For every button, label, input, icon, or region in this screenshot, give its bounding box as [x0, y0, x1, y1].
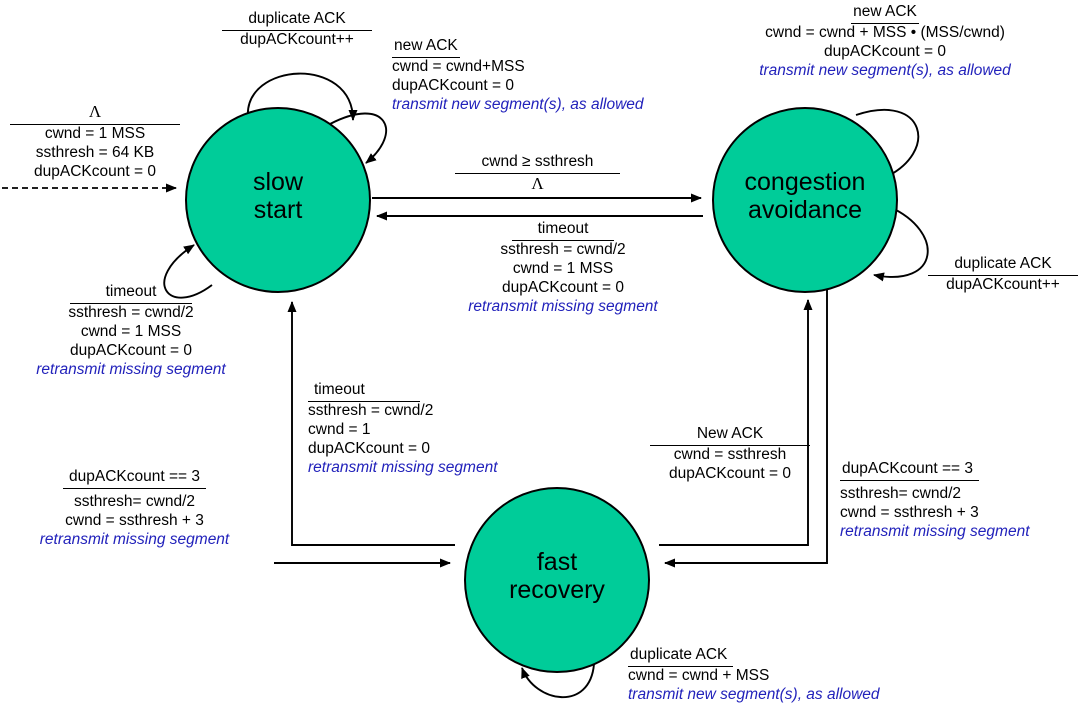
label-ss-to-ca-condition: cwnd ≥ ssthresh [455, 153, 620, 174]
label-ss-newack-action-2: dupACKcount = 0 [392, 76, 514, 94]
label-fr-to-ss-action-3: dupACKcount = 0 [308, 439, 430, 457]
label-initial-action-2: ssthresh = 64 KB [35, 143, 155, 161]
label-ss-dup-action-1: dupACKcount++ [240, 30, 354, 48]
label-slowstart-duplicate-ack: duplicate ACK dupACKcount++ [222, 10, 372, 50]
label-ca-dup-condition: duplicate ACK [928, 255, 1078, 276]
label-congestion-duplicate-ack: duplicate ACK dupACKcount++ [928, 255, 1078, 295]
label-ca-newack-condition: new ACK [851, 3, 919, 24]
label-ss-timeout-action-3: dupACKcount = 0 [70, 341, 192, 359]
label-ca-to-ss-action-2: cwnd = 1 MSS [512, 259, 614, 277]
label-fastrecovery-to-slowstart: timeout ssthresh = cwnd/2 cwnd = 1 dupAC… [308, 381, 568, 478]
label-fr-dup-action-1: cwnd = cwnd + MSS [628, 666, 770, 684]
label-initial-entry: Λ cwnd = 1 MSS ssthresh = 64 KB dupACKco… [10, 102, 180, 181]
label-ca-to-fr-action-1: ssthresh= cwnd/2 [840, 484, 962, 502]
label-fr-dup-condition: duplicate ACK [628, 646, 734, 667]
label-ca-to-ss-italic-1: retransmit missing segment [468, 297, 658, 315]
edge-slowstart-self-duplicate-ack [247, 72, 358, 121]
label-slowstart-to-fastrecovery: dupACKcount == 3 ssthresh= cwnd/2 cwnd =… [2, 468, 267, 550]
state-congestion-avoidance-line1: congestion [744, 168, 866, 196]
edge-fastrecovery-self-duplicate-ack [521, 663, 595, 699]
label-fastrecovery-duplicate-ack: duplicate ACK cwnd = cwnd + MSS transmit… [628, 646, 958, 705]
state-slow-start-label: slow start [178, 168, 378, 224]
label-fr-to-ca-action-2: dupACKcount = 0 [669, 464, 791, 482]
label-ca-to-fr-condition: dupACKcount == 3 [840, 460, 979, 481]
label-ss-to-fr-action-2: cwnd = ssthresh + 3 [65, 511, 204, 529]
label-ss-newack-italic-1: transmit new segment(s), as allowed [392, 95, 644, 113]
label-fr-to-ss-action-2: cwnd = 1 [308, 420, 371, 438]
label-ss-to-fr-italic-1: retransmit missing segment [39, 530, 230, 548]
label-congestion-to-fastrecovery: dupACKcount == 3 ssthresh= cwnd/2 cwnd =… [840, 460, 1083, 542]
state-fast-recovery-label: fast recovery [452, 548, 662, 604]
state-fast-recovery-line2: recovery [509, 576, 605, 604]
state-slow-start-line2: start [253, 196, 303, 224]
label-fr-dup-italic-1: transmit new segment(s), as allowed [628, 685, 880, 703]
label-ca-to-ss-condition: timeout [511, 220, 615, 241]
label-ss-timeout-italic-1: retransmit missing segment [36, 360, 226, 378]
label-ss-newack-action-1: cwnd = cwnd+MSS [392, 57, 525, 75]
edge-fastrecovery-to-congestion-newack [659, 299, 813, 546]
label-fastrecovery-to-congestion: New ACK cwnd = ssthresh dupACKcount = 0 [650, 425, 810, 484]
label-ss-dup-condition: duplicate ACK [222, 10, 372, 31]
label-ca-to-fr-action-2: cwnd = ssthresh + 3 [840, 503, 979, 521]
label-fr-to-ca-condition: New ACK [650, 425, 810, 446]
label-slowstart-to-congestion: cwnd ≥ ssthresh Λ [455, 153, 620, 195]
label-ss-newack-condition: new ACK [392, 37, 460, 58]
label-ca-newack-action-1: cwnd = cwnd + MSS • (MSS/cwnd) [765, 23, 1005, 41]
label-ca-newack-italic-1: transmit new segment(s), as allowed [759, 61, 1011, 79]
label-ss-timeout-condition: timeout [69, 283, 193, 304]
label-ca-dup-action-1: dupACKcount++ [946, 275, 1060, 293]
label-fr-to-ca-action-1: cwnd = ssthresh [673, 445, 787, 463]
label-slowstart-self-timeout: timeout ssthresh = cwnd/2 cwnd = 1 MSS d… [6, 283, 256, 380]
label-ca-newack-action-2: dupACKcount = 0 [824, 42, 946, 60]
label-ss-timeout-action-2: cwnd = 1 MSS [80, 322, 182, 340]
label-initial-condition: Λ [10, 102, 180, 125]
label-ss-to-fr-action-1: ssthresh= cwnd/2 [73, 492, 196, 510]
state-fast-recovery-line1: fast [536, 548, 578, 576]
label-fr-to-ss-italic-1: retransmit missing segment [308, 458, 498, 476]
label-slowstart-new-ack: new ACK cwnd = cwnd+MSS dupACKcount = 0 … [392, 37, 702, 115]
label-ca-to-ss-action-1: ssthresh = cwnd/2 [500, 240, 626, 258]
state-slow-start-line1: slow [252, 168, 303, 196]
label-ss-to-fr-condition: dupACKcount == 3 [63, 468, 206, 489]
label-ca-to-fr-italic-1: retransmit missing segment [840, 522, 1030, 540]
state-congestion-avoidance-line2: avoidance [748, 196, 862, 224]
label-initial-action-1: cwnd = 1 MSS [44, 124, 146, 142]
state-congestion-avoidance-label: congestion avoidance [695, 168, 915, 224]
label-fr-to-ss-condition: timeout [308, 381, 420, 402]
edge-slowstart-self-new-ack [329, 112, 387, 164]
label-ss-to-ca-action-1: Λ [531, 173, 544, 193]
label-congestion-new-ack: new ACK cwnd = cwnd + MSS • (MSS/cwnd) d… [690, 3, 1080, 81]
label-ss-timeout-action-1: ssthresh = cwnd/2 [68, 303, 194, 321]
label-fr-to-ss-action-1: ssthresh = cwnd/2 [308, 401, 434, 419]
label-congestion-to-slowstart: timeout ssthresh = cwnd/2 cwnd = 1 MSS d… [448, 220, 678, 317]
label-initial-action-3: dupACKcount = 0 [34, 162, 156, 180]
label-ca-to-ss-action-3: dupACKcount = 0 [502, 278, 624, 296]
